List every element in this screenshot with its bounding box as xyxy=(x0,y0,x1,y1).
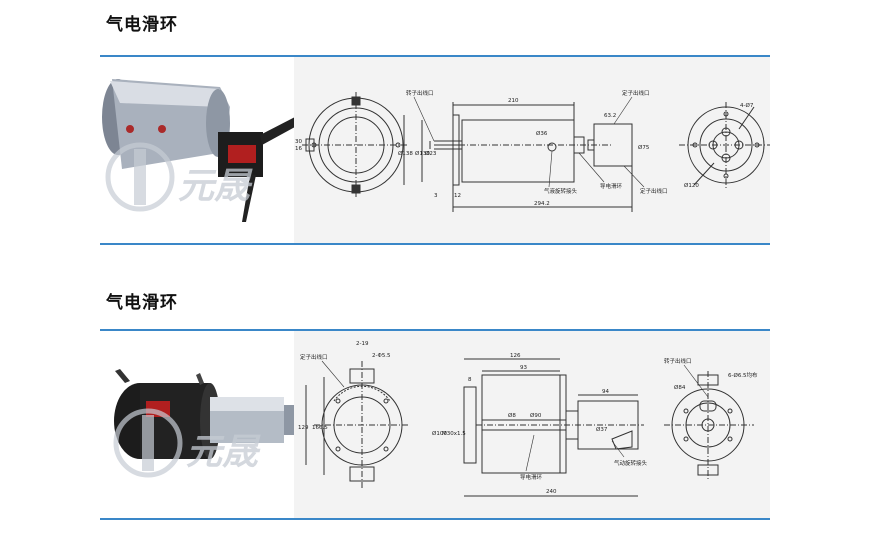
dim-d23: Ø23 xyxy=(425,150,437,157)
dim-d84: Ø84 xyxy=(674,384,686,391)
front-view-1 xyxy=(302,92,409,199)
dim-d8: Ø8 xyxy=(508,412,516,419)
dim-129: 129 xyxy=(298,425,309,431)
dim-16: 16 xyxy=(295,146,302,152)
side-view-2 xyxy=(463,358,644,497)
dim-6-d6-5: 6-Ø6.5均布 xyxy=(728,371,758,379)
dim-63-2: 63.2 xyxy=(604,113,616,119)
label-stator-outlet-1a: 定子出线口 xyxy=(622,89,650,97)
product-photo-2: 元晟 xyxy=(100,331,294,518)
label-conductive-ring-2: 导电滑环 xyxy=(520,473,543,481)
dim-94: 94 xyxy=(602,389,609,395)
label-stator-outlet-2: 定子出线口 xyxy=(300,353,328,361)
label-stator-outlet-1b: 定子出线口 xyxy=(640,187,668,195)
dim-2-19: 2-19 xyxy=(356,341,369,347)
dim-210: 210 xyxy=(508,98,519,104)
technical-drawing-2: 定子出线口 导电滑环 气动旋转接头 转子出线口 2-19 2-Φ5.5 129 … xyxy=(294,331,770,518)
watermark-logo-2: 元晟 xyxy=(186,432,259,473)
section-rule-top-2 xyxy=(100,329,770,331)
dim-m30: M30x1.5 xyxy=(442,431,466,437)
dim-294-2: 294.2 xyxy=(534,201,550,207)
label-rotor-outlet-2: 转子出线口 xyxy=(664,357,692,365)
dim-126: 126 xyxy=(510,353,521,359)
dim-d138: Ø138 xyxy=(398,150,413,157)
product-panel-1: 元晟 xyxy=(100,57,770,243)
dim-d120: Ø120 xyxy=(684,182,699,189)
label-pneumatic-joint-2: 气动旋转接头 xyxy=(614,459,648,467)
dim-d90: Ø90 xyxy=(530,412,542,419)
side-view-1 xyxy=(403,102,633,212)
rear-view-2 xyxy=(664,371,754,481)
dim-2-phi5-5: 2-Φ5.5 xyxy=(372,353,391,359)
dim-d37: Ø37 xyxy=(596,426,608,433)
dim-d100: Ø100 xyxy=(432,430,447,437)
dim-d75: Ø75 xyxy=(638,144,650,151)
dim-240: 240 xyxy=(546,489,557,495)
dim-d130: Ø130 xyxy=(415,150,430,157)
dim-d36: Ø36 xyxy=(536,130,548,137)
section-rule-bottom-1 xyxy=(100,243,770,245)
watermark-logo-1: 元晟 xyxy=(178,166,251,207)
label-conductive-ring-1: 导电滑环 xyxy=(600,182,623,190)
label-pneumatic-joint-1: 气液旋转接头 xyxy=(544,187,578,195)
technical-drawing-1: 转子出线口 定子出线口 气液旋转接头 导电滑环 定子出线口 210 63.2 4… xyxy=(294,57,770,243)
section-title-1: 气电滑环 xyxy=(106,15,178,35)
front-view-2 xyxy=(305,361,410,489)
product-panel-2: 元晟 xyxy=(100,331,770,518)
dim-8: 8 xyxy=(468,377,472,383)
rear-view-1 xyxy=(679,102,770,188)
section-title-2: 气电滑环 xyxy=(106,293,178,313)
section-rule-bottom-2 xyxy=(100,518,770,520)
dim-93: 93 xyxy=(520,365,527,371)
product-photo-1: 元晟 xyxy=(100,57,294,243)
section-rule-top-1 xyxy=(100,55,770,57)
dim-30: 30 xyxy=(295,139,302,145)
dim-4-d7: 4-Ø7 xyxy=(740,102,754,109)
label-rotor-outlet-1: 转子出线口 xyxy=(406,89,434,97)
dim-3: 3 xyxy=(434,193,438,199)
dim-12: 12 xyxy=(454,193,461,199)
dim-166-5: 166.5 xyxy=(312,425,328,431)
